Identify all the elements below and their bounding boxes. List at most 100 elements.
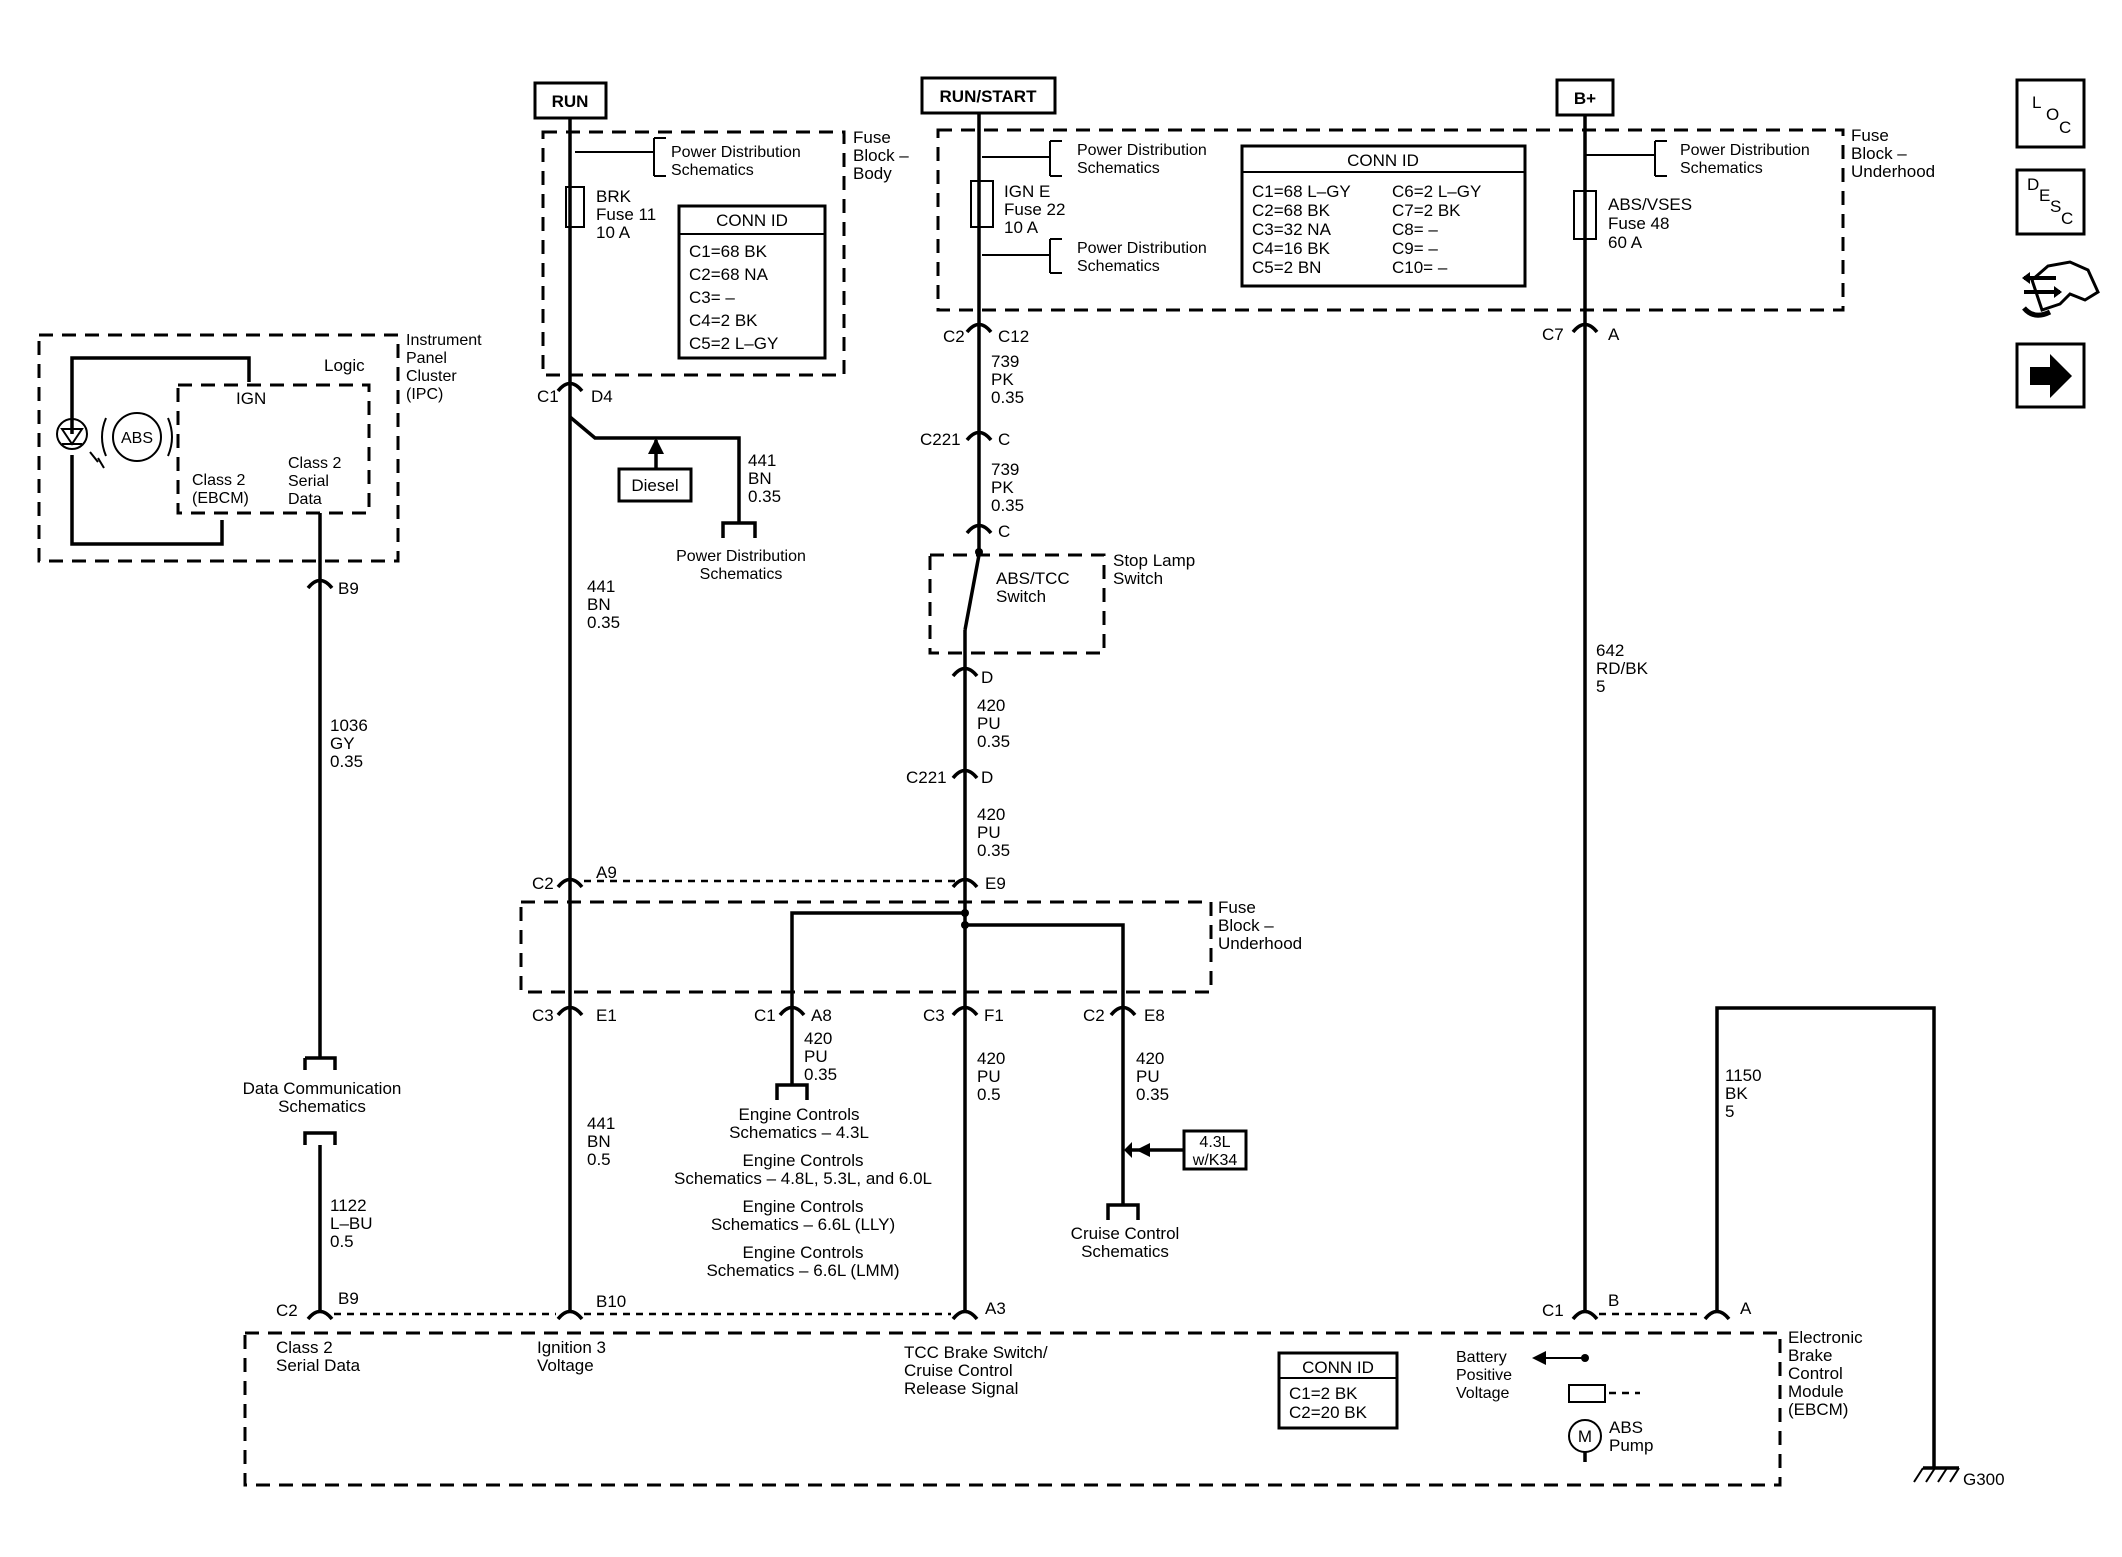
svg-text:C1: C1 (1542, 1301, 1564, 1320)
svg-text:C2=68 NA: C2=68 NA (689, 265, 769, 284)
ebcm-outline (243, 1331, 1782, 1487)
brk-fuse-11 (565, 186, 585, 228)
svg-text:Fuse: Fuse (853, 128, 891, 147)
pds-label-1: Power Distribution Schematics (1077, 142, 1207, 177)
svg-text:Voltage: Voltage (537, 1356, 594, 1375)
svg-text:Instrument: Instrument (406, 332, 482, 349)
svg-text:C3= –: C3= – (689, 288, 735, 307)
svg-text:1036: 1036 (330, 716, 368, 735)
svg-text:C7: C7 (1542, 325, 1564, 344)
svg-text:D: D (2027, 175, 2039, 194)
ebcm-ign3-label: Ignition 3 Voltage (537, 1338, 606, 1375)
svg-text:10 A: 10 A (596, 223, 631, 242)
ground-g300-icon (1913, 1466, 1960, 1483)
stop-lamp-switch-outline (928, 553, 1106, 655)
svg-text:C2=20 BK: C2=20 BK (1289, 1403, 1368, 1422)
svg-text:Fuse 11: Fuse 11 (596, 205, 656, 224)
run-start-label: RUN/START (940, 87, 1038, 106)
svg-text:C221: C221 (920, 430, 961, 449)
fuse-block-body-title: Fuse Block – Body (853, 128, 909, 183)
svg-text:D: D (981, 668, 993, 687)
svg-text:Module: Module (1788, 1382, 1844, 1401)
svg-text:(EBCM): (EBCM) (192, 490, 249, 507)
svg-text:C1=68 L–GY: C1=68 L–GY (1252, 182, 1351, 201)
svg-text:IGN E: IGN E (1004, 182, 1050, 201)
svg-text:BK: BK (1725, 1084, 1748, 1103)
ebcm-tcc-label: TCC Brake Switch/ Cruise Control Release… (904, 1343, 1048, 1398)
svg-text:441: 441 (587, 1114, 615, 1133)
desc-button[interactable]: D E S C (2015, 168, 2086, 236)
ipc-logic-label: Logic (324, 356, 365, 375)
svg-text:Stop Lamp: Stop Lamp (1113, 551, 1195, 570)
bplus-label: B+ (1574, 89, 1596, 108)
abs-lamp-icon: ABS (101, 412, 173, 462)
connector-symbols (306, 322, 1731, 1321)
svg-text:Power Distribution: Power Distribution (1077, 142, 1207, 159)
svg-text:C1=68 BK: C1=68 BK (689, 242, 768, 261)
fuse-block-body-pds-bracket (575, 137, 666, 177)
svg-text:L–BU: L–BU (330, 1214, 373, 1233)
svg-text:C: C (998, 522, 1010, 541)
svg-text:O: O (2046, 105, 2059, 124)
svg-text:GY: GY (330, 734, 355, 753)
svg-text:Engine Controls: Engine Controls (743, 1243, 864, 1262)
svg-text:C: C (2059, 118, 2071, 137)
brk-fuse-label: BRK Fuse 11 10 A (596, 187, 656, 242)
svg-text:C7=2 BK: C7=2 BK (1392, 201, 1461, 220)
svg-text:Ignition 3: Ignition 3 (537, 1338, 606, 1357)
svg-text:Schematics – 6.6L (LLY): Schematics – 6.6L (LLY) (711, 1215, 895, 1234)
option-43l-arrow: 4.3L w/K34 (1124, 1129, 1248, 1171)
svg-text:0.35: 0.35 (977, 841, 1010, 860)
svg-text:ABS: ABS (121, 430, 153, 447)
svg-text:441: 441 (748, 451, 776, 470)
svg-text:C12: C12 (998, 327, 1029, 346)
svg-text:441: 441 (587, 577, 615, 596)
svg-text:A: A (1608, 325, 1620, 344)
stop-lamp-switch-blade (963, 554, 981, 631)
underhood-conn-list-left: C1=68 L–GY C2=68 BK C3=32 NA C4=16 BK C5… (1252, 182, 1351, 277)
svg-text:PU: PU (977, 714, 1001, 733)
svg-text:5: 5 (1725, 1102, 1734, 1121)
svg-text:L: L (2032, 93, 2041, 112)
svg-text:Power Distribution: Power Distribution (1680, 142, 1810, 159)
svg-text:A: A (1740, 1299, 1752, 1318)
pds-bracket-2 (982, 238, 1062, 274)
run-label: RUN (552, 92, 589, 111)
ebcm-conn-id-table (1277, 1351, 1399, 1430)
branch-to-engine-controls (790, 911, 965, 1010)
svg-text:Brake: Brake (1788, 1346, 1832, 1365)
arrow-right-icon[interactable] (2015, 342, 2086, 409)
svg-text:Fuse: Fuse (1851, 126, 1889, 145)
svg-text:1122: 1122 (330, 1196, 367, 1215)
ipc-ign-label: IGN (236, 389, 266, 408)
connector-icon[interactable] (2022, 260, 2100, 318)
fuse-block-body-pds: Power Distribution Schematics (671, 144, 801, 179)
data-comm-connector-top (303, 1056, 337, 1070)
svg-text:Class 2: Class 2 (276, 1338, 333, 1357)
data-comm-schematics-link[interactable]: Data Communication Schematics (243, 1079, 402, 1116)
svg-text:739: 739 (991, 460, 1019, 479)
svg-text:Cruise Control: Cruise Control (1071, 1224, 1180, 1243)
engine-controls-schematics-links[interactable]: Engine Controls Schematics – 4.3L Engine… (674, 1105, 932, 1280)
svg-text:Data: Data (288, 491, 322, 508)
svg-text:Pump: Pump (1609, 1436, 1653, 1455)
svg-text:C2=68 BK: C2=68 BK (1252, 201, 1331, 220)
cruise-control-schematics-link[interactable]: Cruise Control Schematics (1071, 1224, 1180, 1261)
svg-text:BN: BN (587, 595, 611, 614)
svg-text:C6=2 L–GY: C6=2 L–GY (1392, 182, 1481, 201)
svg-text:Schematics – 4.3L: Schematics – 4.3L (729, 1123, 869, 1142)
svg-text:Serial: Serial (288, 473, 329, 490)
svg-text:Diesel: Diesel (631, 476, 678, 495)
svg-text:0.35: 0.35 (330, 752, 363, 771)
svg-text:0.5: 0.5 (587, 1150, 611, 1169)
svg-text:Serial Data: Serial Data (276, 1356, 361, 1375)
conn-id-title: CONN ID (1302, 1358, 1374, 1377)
fuse-block-underhood-top-outline (936, 128, 1845, 312)
svg-text:A8: A8 (811, 1006, 832, 1025)
svg-text:Power Distribution: Power Distribution (1077, 240, 1207, 257)
svg-text:10 A: 10 A (1004, 218, 1039, 237)
fuse-block-underhood-top-title: Fuse Block – Underhood (1851, 126, 1935, 181)
loc-button[interactable]: L O C (2015, 78, 2086, 149)
svg-text:Fuse 48: Fuse 48 (1608, 214, 1669, 233)
svg-text:5: 5 (1596, 677, 1605, 696)
